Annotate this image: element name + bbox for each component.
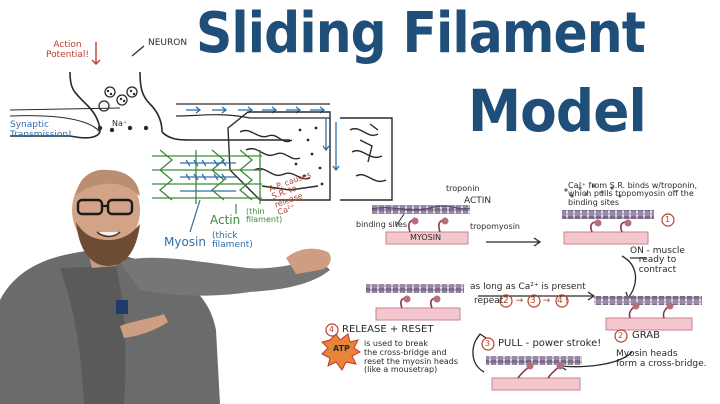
panel-release bbox=[366, 284, 464, 321]
panel-pull bbox=[486, 356, 582, 391]
repeat-arrow bbox=[478, 291, 596, 301]
neurotransmitter-dots bbox=[97, 89, 149, 133]
atp-label: ATP bbox=[333, 344, 350, 353]
title-line-1: Sliding Filament bbox=[196, 1, 646, 66]
repeat-condition: as long as Ca²⁺ is present bbox=[470, 282, 586, 292]
label-myosin-bar: MYOSIN bbox=[410, 233, 442, 242]
step2-title: GRAB bbox=[632, 330, 660, 341]
title-line-2: Model bbox=[468, 77, 647, 145]
label-actin: Actin bbox=[210, 213, 241, 227]
synaptic-vesicles bbox=[98, 86, 138, 112]
label-thick-filament: (thick filament) bbox=[212, 231, 253, 251]
step-number-circles bbox=[325, 213, 675, 351]
label-action-potential: Action Potential! bbox=[46, 40, 90, 61]
arrow-rest-to-on bbox=[486, 237, 542, 247]
label-myosin: Myosin bbox=[164, 235, 206, 249]
step1-label: ON - muscle ready to contract bbox=[630, 246, 685, 275]
myosin-pointer bbox=[189, 199, 201, 233]
label-binding-sites: binding sites bbox=[356, 220, 407, 229]
repeat-sequence: 2 → 3 → 4! bbox=[503, 296, 571, 306]
label-troponin: troponin bbox=[446, 184, 480, 193]
step3-title: PULL - power stroke! bbox=[498, 338, 602, 349]
neuron-drawing bbox=[9, 71, 330, 141]
label-tropomyosin: tropomyosin bbox=[470, 222, 520, 231]
calcium-dots bbox=[294, 126, 324, 186]
label-thin-filament: (thin filament) bbox=[246, 207, 283, 225]
atp-burst bbox=[321, 333, 361, 371]
step2-number: 2 bbox=[618, 331, 624, 340]
action-potential-arrow bbox=[91, 42, 101, 65]
label-neuron: NEURON bbox=[148, 38, 188, 48]
step4-description: is used to break the cross-bridge and re… bbox=[364, 339, 459, 375]
step4-title: RELEASE + RESET bbox=[342, 324, 434, 335]
neuron-pointer bbox=[131, 45, 145, 57]
panel-grab bbox=[594, 296, 702, 331]
step1-number: 1 bbox=[665, 215, 671, 224]
thick-filament-blue bbox=[180, 159, 236, 192]
ap-arrows bbox=[186, 106, 340, 172]
step2-description: Myosin heads form a cross-bridge. bbox=[616, 349, 707, 369]
label-ca-note: Ca²⁺ from S.R. binds w/troponin, which p… bbox=[568, 181, 698, 207]
panel-resting bbox=[371, 205, 471, 245]
repeat-word: repeat bbox=[474, 296, 504, 306]
label-actin-caps: ACTIN bbox=[464, 196, 492, 206]
presenter-photo bbox=[0, 169, 331, 404]
step4-number: 4 bbox=[329, 325, 335, 334]
label-synaptic-transmission: Synaptic Transmission! bbox=[10, 120, 72, 141]
label-sodium: Na⁺ bbox=[112, 119, 128, 128]
arrow-pull-to-release bbox=[472, 333, 487, 373]
panel-on bbox=[562, 184, 654, 245]
step3-number: 3 bbox=[485, 339, 491, 348]
